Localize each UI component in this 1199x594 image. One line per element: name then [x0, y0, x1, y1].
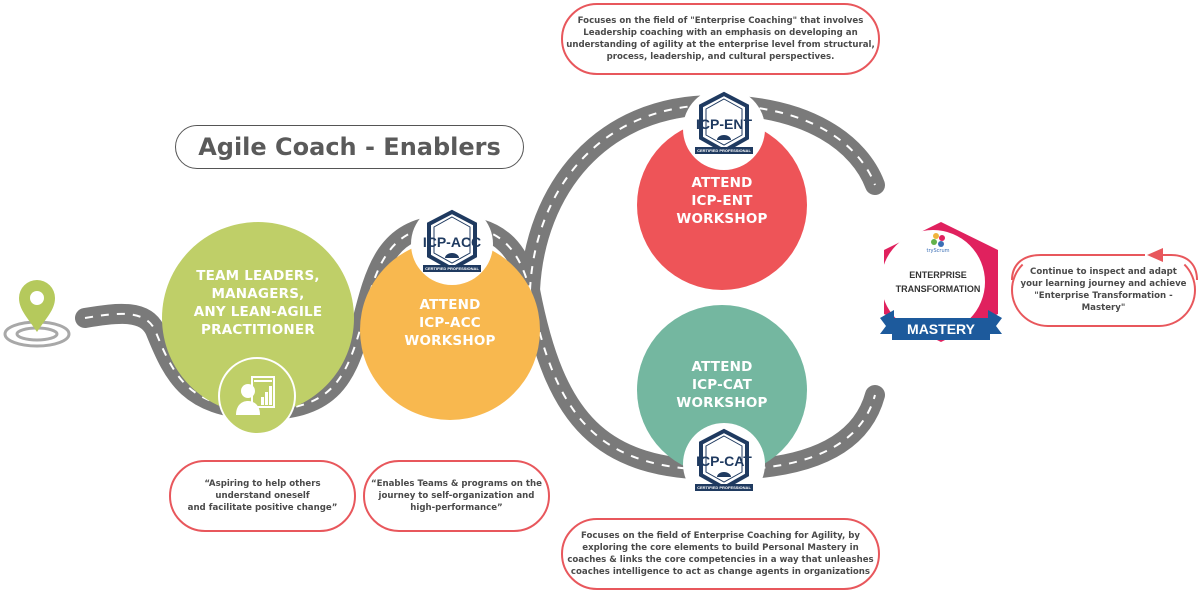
mastery-line2: TRANSFORMATION: [895, 284, 981, 294]
desc-audience-text: “Aspiring to help others understand ones…: [187, 479, 338, 513]
icp-acc-badge: ICP-ACC CERTIFIED PROFESSIONAL: [411, 203, 493, 285]
step-icp-cat-label: ATTEND ICP-CAT WORKSHOP: [676, 359, 768, 411]
start-location: [2, 278, 72, 350]
desc-icp-acc: “Enables Teams & programs on the journey…: [363, 460, 550, 532]
page-title: Agile Coach - Enablers: [175, 125, 524, 169]
mastery-badge: tryScrum ENTERPRISE TRANSFORMATION MASTE…: [878, 218, 1004, 344]
mastery-line1: ENTERPRISE: [909, 270, 967, 280]
icp-acc-badge-certified: CERTIFIED PROFESSIONAL: [425, 266, 479, 271]
coach-badge: [218, 357, 296, 435]
desc-icp-acc-text: “Enables Teams & programs on the journey…: [371, 479, 542, 513]
icp-ent-badge: ICP-ENT CERTIFIED PROFESSIONAL: [683, 88, 765, 170]
mastery-brand: tryScrum: [926, 248, 950, 254]
step-icp-acc-label: ATTEND ICP-ACC WORKSHOP: [404, 297, 496, 349]
step-audience-label: TEAM LEADERS, MANAGERS, ANY LEAN-AGILE P…: [193, 268, 323, 338]
step-icp-ent-label: ATTEND ICP-ENT WORKSHOP: [676, 175, 768, 227]
desc-icp-ent: Focuses on the field of "Enterprise Coac…: [561, 3, 880, 75]
mastery-ribbon-label: MASTERY: [907, 321, 975, 337]
desc-mastery-text: Continue to inspect and adapt your learn…: [1020, 267, 1187, 313]
desc-icp-cat-text: Focuses on the field of Enterprise Coach…: [567, 531, 874, 577]
desc-icp-ent-text: Focuses on the field of "Enterprise Coac…: [566, 16, 875, 62]
page-title-text: Agile Coach - Enablers: [198, 133, 501, 161]
icp-cat-badge-certified: CERTIFIED PROFESSIONAL: [697, 485, 751, 490]
icp-cat-badge-label: ICP-CAT: [696, 453, 752, 469]
coach-presenter-icon: [236, 376, 275, 415]
desc-mastery: Continue to inspect and adapt your learn…: [1011, 253, 1196, 327]
desc-icp-cat: Focuses on the field of Enterprise Coach…: [561, 518, 880, 590]
desc-audience: “Aspiring to help others understand ones…: [169, 460, 356, 532]
icp-acc-badge-label: ICP-ACC: [422, 234, 482, 250]
icp-ent-badge-certified: CERTIFIED PROFESSIONAL: [697, 148, 751, 153]
icp-cat-badge: ICP-CAT CERTIFIED PROFESSIONAL: [683, 423, 765, 505]
location-pin-icon: [3, 280, 71, 348]
mastery-loop-arrow-icon: [1011, 248, 1198, 281]
icp-ent-badge-label: ICP-ENT: [696, 116, 752, 132]
tryscrum-logo-icon: [931, 233, 945, 247]
